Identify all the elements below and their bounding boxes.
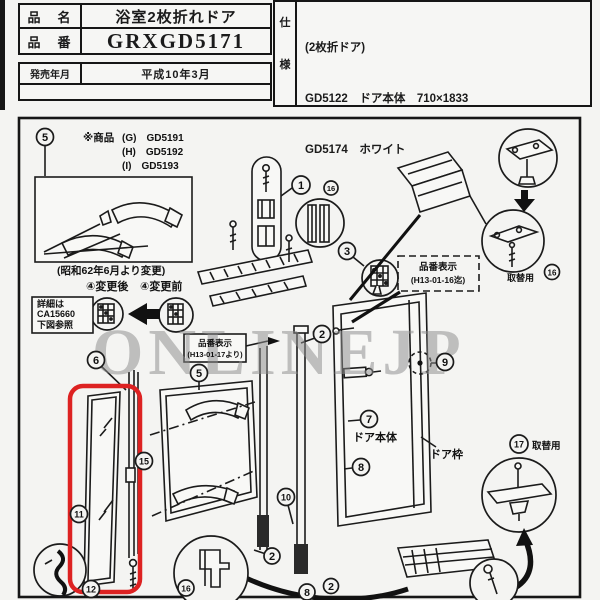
callout-17: 17	[509, 434, 529, 454]
folding-door-panel	[149, 380, 259, 523]
door-frame-label: ドア枠	[430, 447, 463, 461]
svg-text:16: 16	[327, 184, 335, 193]
watermark-text: ONLINEJP	[92, 316, 466, 389]
callout-1: 1	[291, 175, 311, 195]
product-g: (G) GD5191	[122, 133, 184, 144]
spec-line-2: GD5122 ドア本体 710×1833	[305, 93, 469, 105]
left-column-parts	[33, 365, 139, 597]
spec-line-3: GD5174 ホワイト	[305, 144, 406, 156]
svg-text:11: 11	[74, 510, 84, 520]
product-number-label: 品 番	[20, 29, 82, 54]
spec-char-2: 様	[279, 59, 291, 71]
bottom-sill-parts	[173, 535, 519, 600]
svg-text:9: 9	[442, 357, 448, 369]
product-i: (I) GD5193	[122, 161, 179, 172]
callout-16-right: 16	[543, 263, 561, 281]
replace-right-label: 取替用	[532, 440, 561, 452]
product-name-label: 品 名	[20, 5, 82, 27]
svg-text:17: 17	[514, 440, 524, 450]
spec-vertical-label: 仕 様	[275, 2, 297, 105]
svg-text:6: 6	[93, 355, 99, 367]
svg-text:8: 8	[304, 587, 310, 599]
svg-text:16: 16	[548, 269, 557, 278]
door-body-label: ドア本体	[353, 430, 398, 444]
product-table: 品 名 浴室2枚折れドア 品 番 GRXGD5171	[18, 3, 272, 55]
svg-text:3: 3	[344, 246, 350, 258]
spec-line-1: (2枚折ドア)	[305, 42, 366, 54]
highlight-red-box	[67, 383, 143, 595]
release-date-value: 平成10年3月	[141, 68, 211, 81]
change-note: (昭和62年6月より変更)	[57, 264, 165, 277]
callout-9: 9	[435, 352, 455, 372]
right-arrow-icon	[268, 337, 280, 345]
svg-text:2: 2	[328, 581, 334, 593]
callout-5-door: 5	[189, 363, 209, 383]
callout-8-bottom: 8	[298, 583, 316, 600]
product-number-value: GRXGD5171	[106, 29, 246, 53]
svg-text:12: 12	[86, 585, 96, 595]
callout-15: 15	[134, 451, 154, 471]
svg-text:1: 1	[298, 180, 304, 192]
top-right-corner-parts	[348, 128, 558, 301]
diagram-labels: ※商品 (G) GD5191 (H) GD5192 (I) GD5193 (昭和…	[37, 131, 561, 461]
callout-2-rail: 2	[263, 547, 281, 565]
callout-6: 6	[86, 350, 106, 370]
svg-text:5: 5	[42, 132, 48, 144]
change-arrow-icon	[128, 303, 160, 325]
svg-text:2: 2	[269, 551, 275, 563]
replace-top-label: 取替用	[507, 272, 534, 283]
release-table: 発売年月 平成10年3月	[18, 62, 272, 101]
spec-lines: (2枚折ドア) GD5122 ドア本体 710×1833 GD5174 ホワイト	[297, 2, 590, 156]
callout-7: 7	[359, 409, 379, 429]
pn-new-2: (H13-01-17より)	[187, 350, 243, 359]
pn-new-1: 品番表示	[198, 338, 233, 348]
change-after-label: ④変更後	[86, 279, 129, 293]
callout-2-bottom: 2	[322, 577, 340, 595]
callout-numbers: 5 1 16 3 2 6 5 9	[35, 127, 561, 600]
spec-box: 仕 様 (2枚折ドア) GD5122 ドア本体 710×1833 GD5174 …	[273, 0, 592, 156]
svg-text:16: 16	[181, 584, 191, 594]
callout-16-bottom: 16	[177, 579, 195, 597]
product-name-value: 浴室2枚折れドア	[115, 8, 237, 26]
svg-text:10: 10	[281, 493, 291, 503]
pn-old-2: (H13-01-16迄)	[411, 275, 465, 285]
callout-10: 10	[276, 487, 296, 507]
spec-char-1: 仕	[279, 17, 291, 29]
change-before-label: ④変更前	[140, 279, 182, 293]
svg-text:8: 8	[358, 462, 364, 474]
pn-display-old-box	[351, 255, 480, 324]
center-rails	[253, 325, 309, 574]
svg-text:2: 2	[319, 329, 325, 341]
down-arrow-icon	[514, 190, 535, 212]
product-number-row: 品 番 GRXGD5171	[20, 29, 270, 54]
callout-3: 3	[337, 241, 357, 261]
handle-inset	[34, 145, 193, 263]
callout-8: 8	[351, 457, 371, 477]
callout-11: 11	[69, 504, 89, 524]
callout-16-top: 16	[323, 180, 339, 196]
svg-text:5: 5	[196, 368, 202, 380]
top-rails	[196, 220, 314, 307]
rail-end-cap	[257, 515, 269, 547]
callout-12: 12	[81, 579, 101, 599]
svg-text:7: 7	[366, 414, 372, 426]
svg-text:15: 15	[139, 457, 149, 467]
detail-ref-box	[31, 296, 94, 334]
pn-display-new-box	[183, 333, 280, 363]
callout-2-frame: 2	[312, 324, 332, 344]
detail-line-1: 詳細は	[37, 298, 64, 309]
detail-line-3: 下図参照	[37, 319, 73, 330]
scan-edge-left	[0, 0, 5, 110]
pn-old-1: 品番表示	[419, 261, 458, 273]
hinge-capsule	[251, 156, 293, 262]
up-arrow-icon	[516, 528, 533, 546]
product-name-row: 品 名 浴室2枚折れドア	[20, 5, 270, 29]
callout-5-inset: 5	[35, 127, 55, 147]
inset-note: ※商品	[83, 131, 114, 144]
product-h: (H) GD5192	[122, 147, 184, 158]
channel-detail-circle	[295, 198, 345, 248]
release-date-label: 発売年月	[20, 64, 82, 83]
detail-line-2: CA15660	[37, 309, 75, 319]
